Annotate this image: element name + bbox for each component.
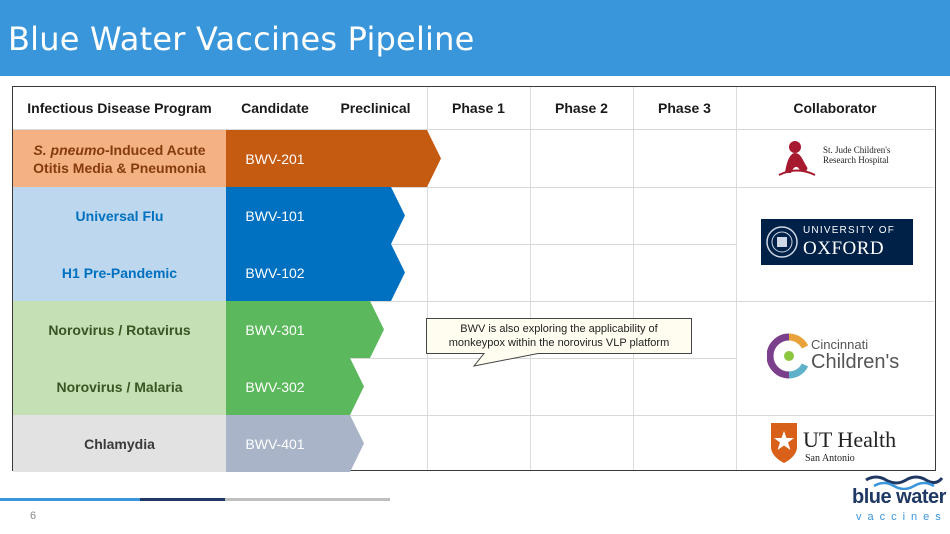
progress-arrow <box>324 187 405 244</box>
cincinnati-childrens-logo: Cincinnati Children's <box>766 331 917 383</box>
progress-arrow <box>324 415 364 472</box>
title-bar: Blue Water Vaccines Pipeline <box>0 0 950 76</box>
table-row: S. pneumo-Induced Acute Otitis Media & P… <box>13 130 934 187</box>
oxford-crest-icon <box>766 226 798 258</box>
stjude-subname: Research Hospital <box>823 155 889 165</box>
table-row: Universal Flu BWV-101 <box>13 187 934 244</box>
program-name-text: -Induced Acute Otitis Media & Pneumonia <box>33 141 206 176</box>
candidate-code: BWV-401 <box>226 415 324 472</box>
program-name-italic: S. pneumo <box>33 141 105 158</box>
candidate-code: BWV-301 <box>226 301 324 358</box>
pipeline-table: Infectious Disease Program Candidate Pre… <box>12 86 936 472</box>
table-header-row: Infectious Disease Program Candidate Pre… <box>13 87 934 130</box>
callout-bubble <box>426 318 692 367</box>
program-name: Universal Flu <box>13 187 226 244</box>
collaborator-divider <box>736 187 934 188</box>
header-program: Infectious Disease Program <box>27 100 212 116</box>
oxford-logo: UNIVERSITY OF OXFORD <box>761 219 913 265</box>
header-collaborator: Collaborator <box>793 100 877 116</box>
header-candidate: Candidate <box>241 100 309 116</box>
cincinnati-line2: Children's <box>811 351 900 373</box>
ut-line1: UT Health <box>803 427 897 452</box>
ut-health-logo: UT Health San Antonio <box>769 421 919 469</box>
stjude-name: St. Jude Children's <box>823 145 891 155</box>
brand-name: blue water <box>852 486 946 508</box>
program-name: S. pneumo-Induced Acute Otitis Media & P… <box>13 130 226 187</box>
progress-arrow <box>324 358 364 415</box>
program-name-text: Norovirus / Rotavirus <box>48 321 191 338</box>
candidate-code: BWV-102 <box>226 244 324 301</box>
progress-arrow <box>324 301 384 358</box>
header-phase2: Phase 2 <box>555 100 608 116</box>
ut-line2: San Antonio <box>805 453 855 464</box>
ut-shield-icon <box>771 423 797 463</box>
row-divider <box>13 358 736 359</box>
oxford-line1: UNIVERSITY OF <box>803 225 896 236</box>
header-phase1: Phase 1 <box>452 100 505 116</box>
cincinnati-line1: Cincinnati <box>811 337 869 352</box>
blue-water-vaccines-logo: blue water vaccines <box>846 474 946 526</box>
program-name-text: Norovirus / Malaria <box>56 378 183 395</box>
stjude-logo: St. Jude Children's Research Hospital <box>773 133 903 181</box>
stjude-figure-icon <box>778 141 816 176</box>
grid-line <box>530 87 531 470</box>
table-row: Norovirus / Malaria BWV-302 <box>13 358 934 415</box>
grid-line <box>736 87 737 470</box>
program-name-text: Universal Flu <box>75 207 164 224</box>
progress-arrow <box>324 130 441 187</box>
table-row: Chlamydia BWV-401 <box>13 415 934 472</box>
program-name-text: H1 Pre-Pandemic <box>61 264 178 281</box>
progress-arrow <box>324 244 405 301</box>
brand-sub: vaccines <box>856 511 947 523</box>
page-number: 6 <box>30 510 37 522</box>
candidate-code: BWV-201 <box>226 130 324 187</box>
grid-line <box>427 87 428 470</box>
program-name-text: Chlamydia <box>84 435 155 452</box>
table-row: H1 Pre-Pandemic BWV-102 <box>13 244 934 301</box>
program-name: Norovirus / Malaria <box>13 358 226 415</box>
program-name: Norovirus / Rotavirus <box>13 301 226 358</box>
footer-bar-navy <box>140 498 225 501</box>
row-divider <box>13 415 736 416</box>
grid-line <box>633 87 634 470</box>
wave-icon <box>865 475 944 490</box>
footer-bar-grey <box>225 498 390 501</box>
table-row: Norovirus / Rotavirus BWV-301 <box>13 301 934 358</box>
program-name: Chlamydia <box>13 415 226 472</box>
candidate-code: BWV-302 <box>226 358 324 415</box>
collaborator-divider <box>736 301 934 302</box>
program-name: H1 Pre-Pandemic <box>13 244 226 301</box>
oxford-line2: OXFORD <box>803 238 885 259</box>
collaborator-divider <box>736 415 934 416</box>
cincinnati-mark-icon <box>766 333 809 379</box>
header-preclinical: Preclinical <box>340 100 411 116</box>
header-phase3: Phase 3 <box>658 100 711 116</box>
page-title: Blue Water Vaccines Pipeline <box>8 20 475 58</box>
candidate-code: BWV-101 <box>226 187 324 244</box>
callout-text: BWV is also exploring the applicability … <box>448 323 670 349</box>
row-divider <box>13 301 736 302</box>
callout-note: BWV is also exploring the applicability … <box>426 318 692 367</box>
footer-bar-blue <box>0 498 140 501</box>
